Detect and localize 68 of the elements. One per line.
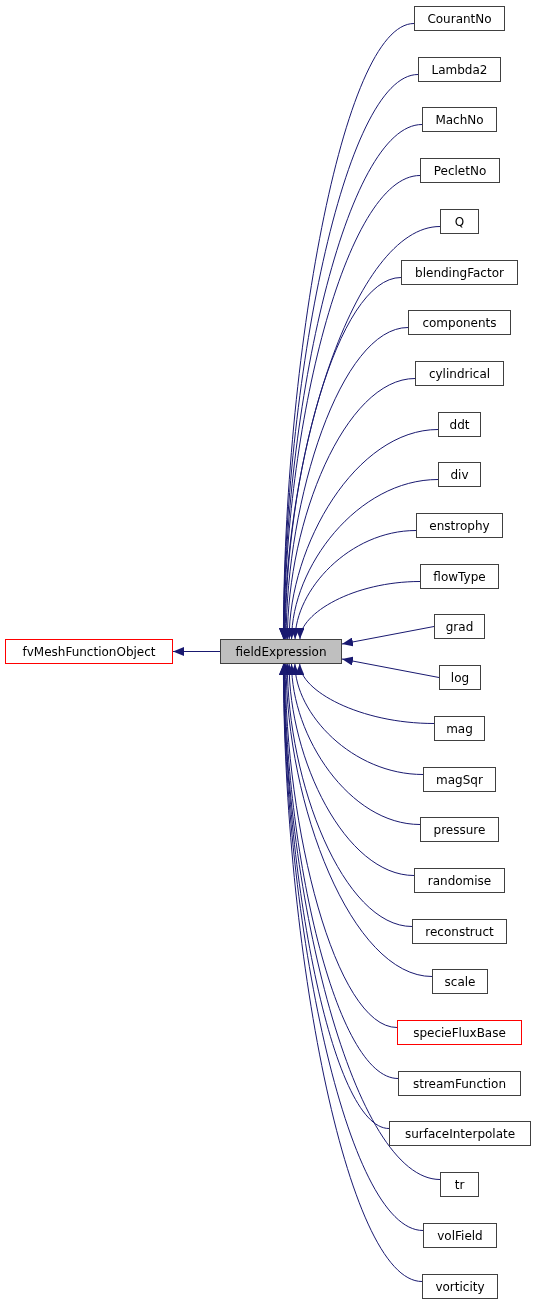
class-name: specieFluxBase xyxy=(413,1025,506,1040)
class-name: surfaceInterpolate xyxy=(404,1126,516,1141)
class-name: MachNo xyxy=(435,112,484,127)
class-name: mag xyxy=(446,721,473,736)
class-box xyxy=(434,614,485,639)
class-name: volField xyxy=(437,1228,483,1243)
class-name: fvMeshFunctionObject xyxy=(22,644,156,659)
class-name: grad xyxy=(445,619,474,634)
class-name: cylindrical xyxy=(428,366,491,381)
inheritance-arrow xyxy=(291,663,424,775)
inheritance-arrow xyxy=(287,663,421,825)
class-box xyxy=(412,919,507,944)
class-name: blendingFactor xyxy=(415,265,504,280)
class-name: PecletNo xyxy=(433,163,487,178)
class-box xyxy=(389,1121,531,1146)
class-box xyxy=(422,1274,498,1299)
inheritance-arrow xyxy=(341,626,435,647)
class-name: enstrophy xyxy=(429,518,490,533)
class-box xyxy=(418,57,501,82)
class-box xyxy=(397,1020,522,1045)
class-name: pressure xyxy=(433,822,486,837)
inheritance-arrow xyxy=(285,663,415,876)
class-box xyxy=(423,767,496,792)
class-box xyxy=(420,817,499,842)
class-name: fieldExpression xyxy=(235,644,327,659)
class-box xyxy=(422,107,497,132)
class-name: log xyxy=(450,670,470,685)
class-box xyxy=(438,412,481,437)
class-name: tr xyxy=(454,1177,465,1192)
class-name: reconstruct xyxy=(425,924,494,939)
class-box xyxy=(434,716,485,741)
class-box xyxy=(416,513,503,538)
class-box xyxy=(408,310,511,335)
class-name: Q xyxy=(454,214,465,229)
class-name: vorticity xyxy=(435,1279,485,1294)
class-box xyxy=(439,665,481,690)
class-name: scale xyxy=(444,974,476,989)
class-box xyxy=(420,564,499,589)
class-name: CourantNo xyxy=(427,11,492,26)
class-box xyxy=(440,1172,479,1197)
class-box xyxy=(414,868,505,893)
class-name: ddt xyxy=(449,417,470,432)
class-name: streamFunction xyxy=(412,1076,507,1091)
class-box xyxy=(423,1223,497,1248)
inheritance-arrow xyxy=(287,479,439,640)
class-box xyxy=(220,639,342,664)
class-name: Lambda2 xyxy=(431,62,488,77)
inheritance-arrow xyxy=(341,656,440,678)
class-box xyxy=(5,639,173,664)
class-name: flowType xyxy=(433,569,486,584)
class-box xyxy=(415,361,504,386)
inheritance-arrow xyxy=(297,663,435,724)
inheritance-arrow xyxy=(285,429,439,640)
class-box xyxy=(414,6,505,31)
class-name: components xyxy=(422,315,497,330)
class-name: randomise xyxy=(427,873,492,888)
inheritance-arrow xyxy=(291,530,417,640)
inheritance-arrow xyxy=(172,647,221,656)
class-name: magSqr xyxy=(436,772,483,787)
class-box xyxy=(401,260,518,285)
class-name: div xyxy=(450,467,469,482)
inheritance-arrow xyxy=(283,378,416,640)
class-box xyxy=(432,969,488,994)
class-box xyxy=(440,209,479,234)
class-box xyxy=(420,158,500,183)
inheritance-arrow xyxy=(297,581,421,640)
class-box xyxy=(398,1071,521,1096)
class-box xyxy=(438,462,481,487)
